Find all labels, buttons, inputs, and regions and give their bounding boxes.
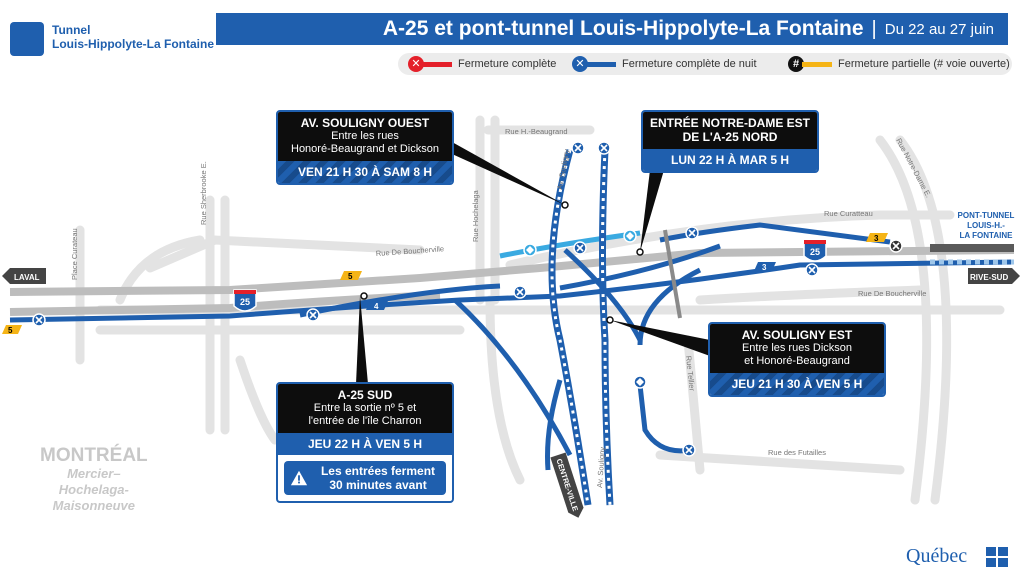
closure-x-icon: ✕ (572, 56, 588, 72)
tunnel-logo-icon (10, 22, 44, 56)
date-range: Du 22 au 27 juin (884, 20, 994, 38)
svg-text:RIVE-SUD: RIVE-SUD (970, 273, 1008, 282)
street-label: Rue Sherbrooke E. (199, 161, 208, 225)
lane-badge-4: 4 (374, 302, 379, 311)
legend-partial-closure: # Fermeture partielle (# voie ouverte) (788, 56, 1010, 72)
lane-count-icon: # (788, 56, 804, 72)
legend-swatch (586, 61, 616, 67)
street-label: Place Curateau (70, 228, 79, 280)
logo-text: Tunnel Louis-Hippolyte-La Fontaine (52, 23, 214, 51)
street-label: Rue Tellier (684, 355, 697, 392)
entrance-warning: Les entrées ferment 30 minutes avant (284, 461, 446, 495)
title-separator: | (871, 17, 877, 40)
destination-rive-sud: RIVE-SUD (968, 268, 1020, 284)
closure-x-icon (513, 285, 527, 299)
notre-dame-ramp (499, 230, 641, 259)
callout-notre-dame: ENTRÉE NOTRE-DAME EST DE L'A-25 NORD LUN… (641, 110, 819, 173)
a25-shield-west: 25 (233, 289, 257, 312)
shield-number: 25 (240, 297, 250, 307)
pointer-dot (636, 248, 644, 256)
lane-badge-5: 5 (348, 272, 353, 281)
closure-x-icon (571, 141, 585, 155)
quebec-wordmark: Québec (906, 545, 968, 567)
entrance-diamond-icon (623, 229, 637, 243)
warning-icon (290, 470, 308, 486)
legend: ✕ Fermeture complète ✕ Fermeture complèt… (398, 53, 1012, 75)
entrance-diamond-icon (523, 243, 537, 257)
closure-x-icon (32, 313, 46, 327)
legend-night-closure: ✕ Fermeture complète de nuit (572, 56, 757, 72)
souligny-bridges (545, 149, 643, 506)
closure-x-icon (685, 226, 699, 240)
closure-x-icon (805, 263, 819, 277)
closure-markers (32, 141, 903, 457)
svg-text:LAVAL: LAVAL (14, 273, 40, 282)
closure-x-icon (682, 443, 696, 457)
title-bar: A-25 et pont-tunnel Louis-Hippolyte-La F… (216, 13, 1008, 45)
page-title: A-25 et pont-tunnel Louis-Hippolyte-La F… (382, 17, 864, 40)
street-label: Rue des Futailles (768, 448, 826, 457)
closure-time: VEN 21 H 30 À SAM 8 H (278, 161, 452, 183)
city-label: MONTRÉAL Mercier– Hochelaga- Maisonneuve (40, 445, 148, 514)
svg-text:LOUIS-H.-: LOUIS-H.- (967, 221, 1005, 230)
street-label: Rue De Boucherville (858, 289, 926, 298)
quebec-flag-icon (986, 547, 1008, 567)
entrance-diamond-icon (633, 375, 647, 389)
street-label: Av. Souligny (595, 446, 607, 488)
legend-full-closure: ✕ Fermeture complète (408, 56, 556, 72)
night-closure-routes (9, 222, 1015, 457)
closure-x-icon: ✕ (408, 56, 424, 72)
closure-time: JEU 22 H À VEN 5 H (278, 433, 452, 455)
pointer-dot (360, 292, 368, 300)
closure-time: LUN 22 H À MAR 5 H (643, 149, 817, 171)
pointer-dot (561, 201, 569, 209)
street-label: Rue H.-Beaugrand (505, 127, 568, 136)
closure-x-icon (597, 141, 611, 155)
closure-x-icon (889, 239, 903, 253)
destination-laval: LAVAL (2, 268, 46, 284)
lane-badges: 5 5 4 3 3 (2, 233, 888, 335)
closure-x-icon (306, 308, 320, 322)
a25-shield-east: 25 (803, 239, 827, 262)
street-label: Av. Souligny (555, 148, 571, 190)
shield-number: 25 (810, 247, 820, 257)
svg-text:LA FONTAINE: LA FONTAINE (960, 231, 1014, 240)
overpass (663, 229, 682, 319)
callout-pointers (356, 142, 710, 384)
callout-souligny-est: AV. SOULIGNY EST Entre les rues Dickson … (708, 322, 886, 397)
svg-text:PONT-TUNNEL: PONT-TUNNEL (958, 211, 1015, 220)
lane-badge-5: 5 (8, 326, 13, 335)
tunnel-label: PONT-TUNNEL LOUIS-H.- LA FONTAINE (958, 211, 1015, 240)
street-label: Rue Hochelaga (471, 189, 480, 242)
legend-swatch (802, 61, 832, 67)
legend-swatch (422, 61, 452, 67)
header: Tunnel Louis-Hippolyte-La Fontaine (0, 10, 1024, 56)
closure-time: JEU 21 H 30 À VEN 5 H (710, 373, 884, 395)
street-label: Rue Curatteau (824, 209, 873, 218)
callout-a25-sud: A-25 SUD Entre la sortie nº 5 et l'entré… (276, 382, 454, 503)
lane-badge-3: 3 (762, 263, 767, 272)
pointer-dot (606, 316, 614, 324)
lane-badge-3: 3 (874, 234, 879, 243)
closure-x-icon (573, 241, 587, 255)
callout-souligny-ouest: AV. SOULIGNY OUEST Entre les rues Honoré… (276, 110, 454, 185)
